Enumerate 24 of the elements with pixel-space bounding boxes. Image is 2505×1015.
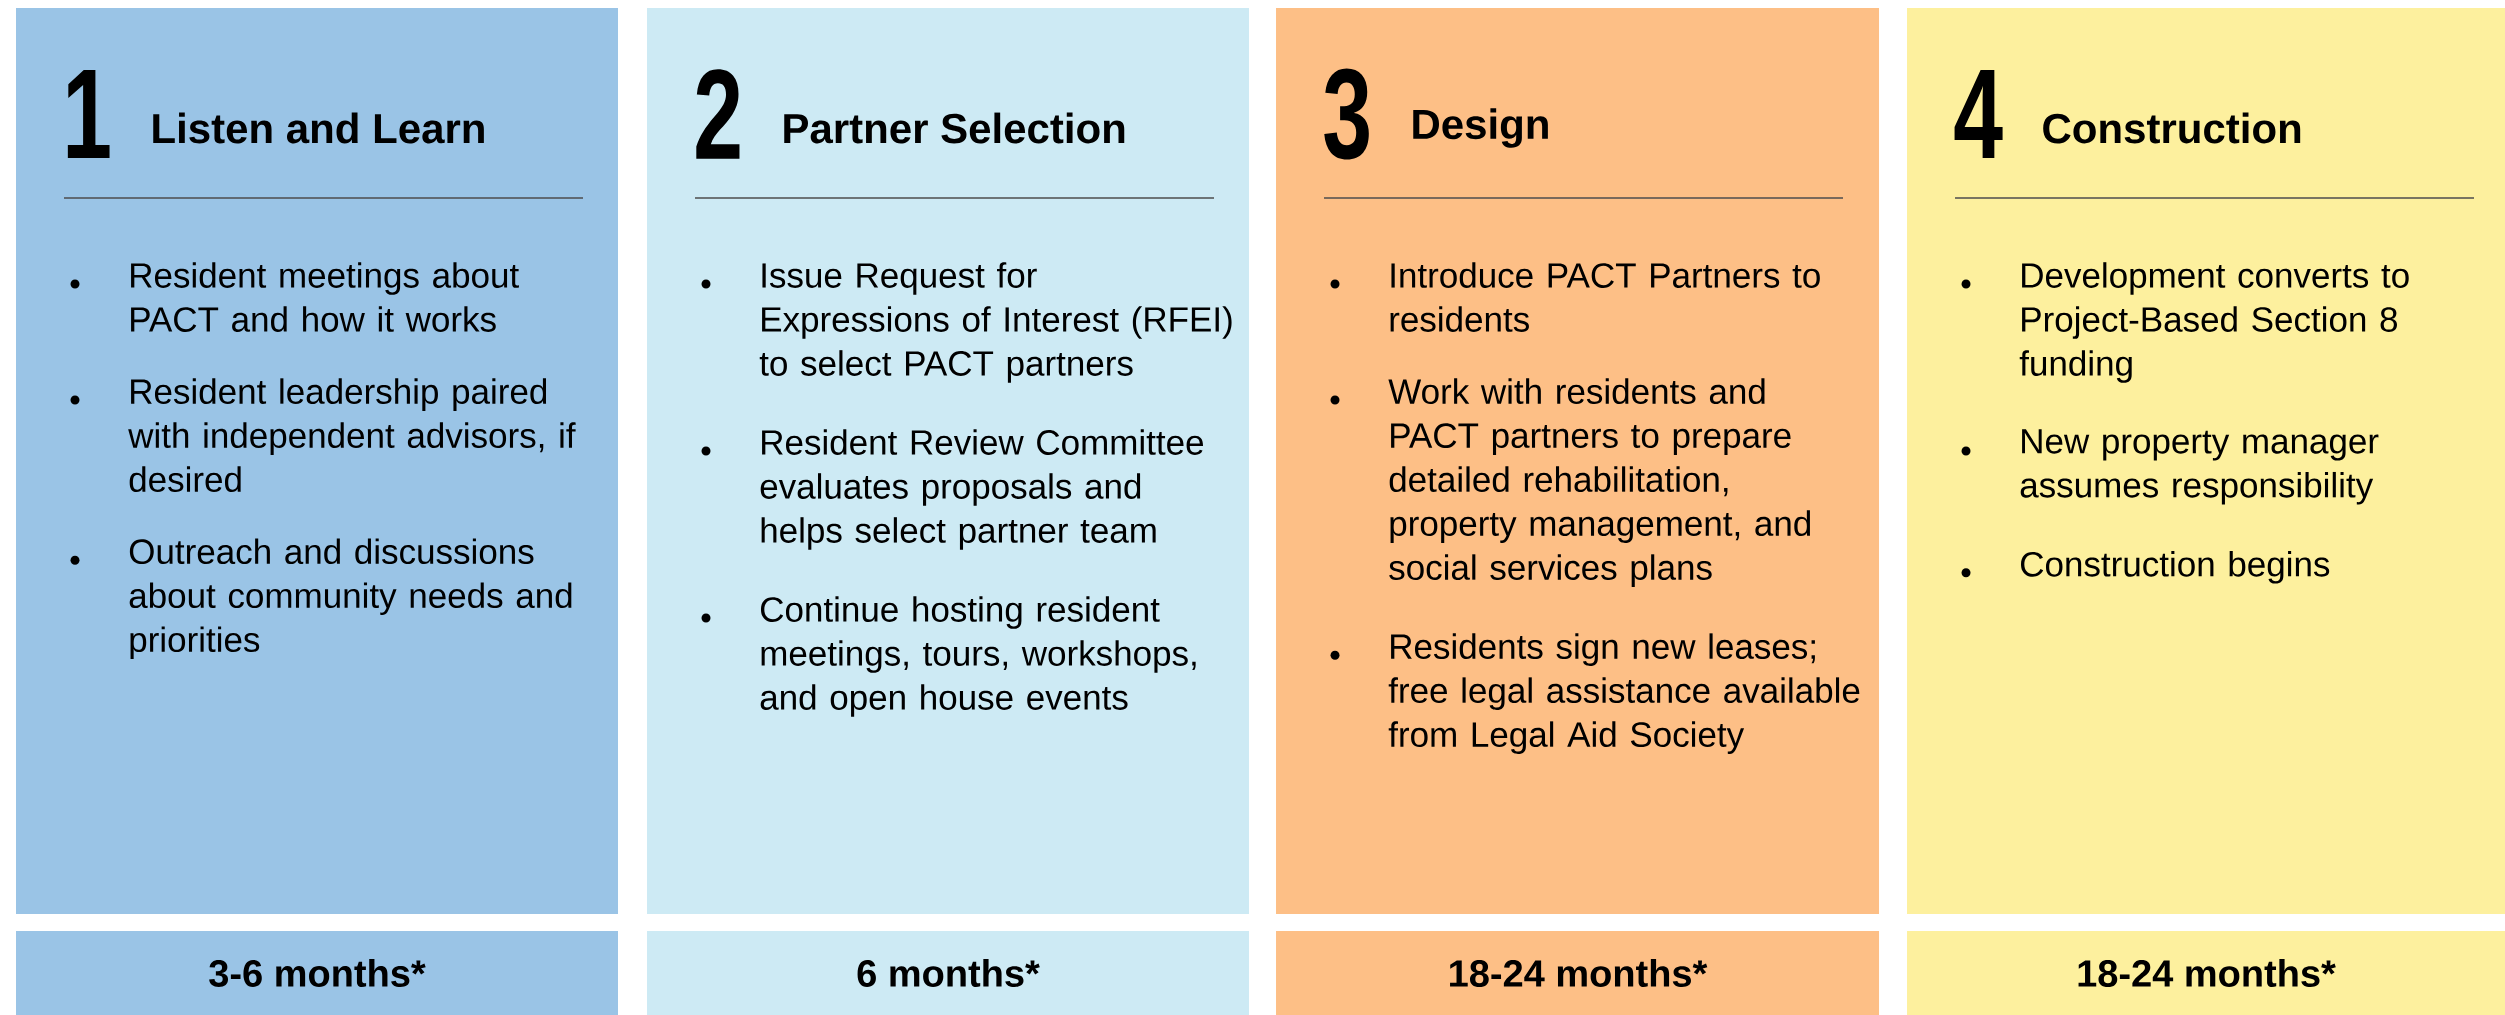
step-number: 3 [1324,68,1369,160]
duration-box: 3-6 months* [16,931,618,1015]
step-number: 1 [67,69,110,159]
bullet-text: Construction begins [2021,551,2330,584]
step-title: Listen and Learn [153,112,484,144]
step-title: Design [1413,108,1548,148]
step-number: 2 [696,69,740,159]
bullet-text: Introduce PACT Partners to residents [1390,262,1820,332]
bullet-text: Resident Review Committee evaluates proposals and helps select partner team [760,429,1203,550]
bullet-text: Resident leadership paired with independent advisors, if desired [128,378,576,492]
bullet-text: Residents sign new leases; free legal assistance available from Legal Aid Society [1388,633,1860,754]
duration-box: 18-24 months* [1907,931,2505,1015]
bullet-text: Continue hosting resident meetings, tours, workshops, and open house events [760,596,1196,717]
bullet-text: Resident meetings about PACT and how it works [131,262,519,332]
duration-box: 6 months* [647,931,1249,1015]
bullet-text: New property manager assumes responsibility [2020,429,2379,505]
bullet-text: Issue Request for Expressions of Interest (RFEI) to select PACT partners [759,262,1232,383]
step-title: Partner Selection [784,112,1125,144]
bullet-text: Work with residents and PACT partners to prepare detailed rehabilitation, property management, and social services plans [1388,378,1810,587]
bullet-text: Development converts to Project-Based Section 8 funding [2019,262,2409,383]
step-title: Construction [2043,112,2301,144]
duration-box: 18-24 months* [1276,931,1879,1015]
bullet-text: Outreach and discussions about community needs and priorities [129,538,572,660]
step-number: 4 [1954,69,2003,159]
